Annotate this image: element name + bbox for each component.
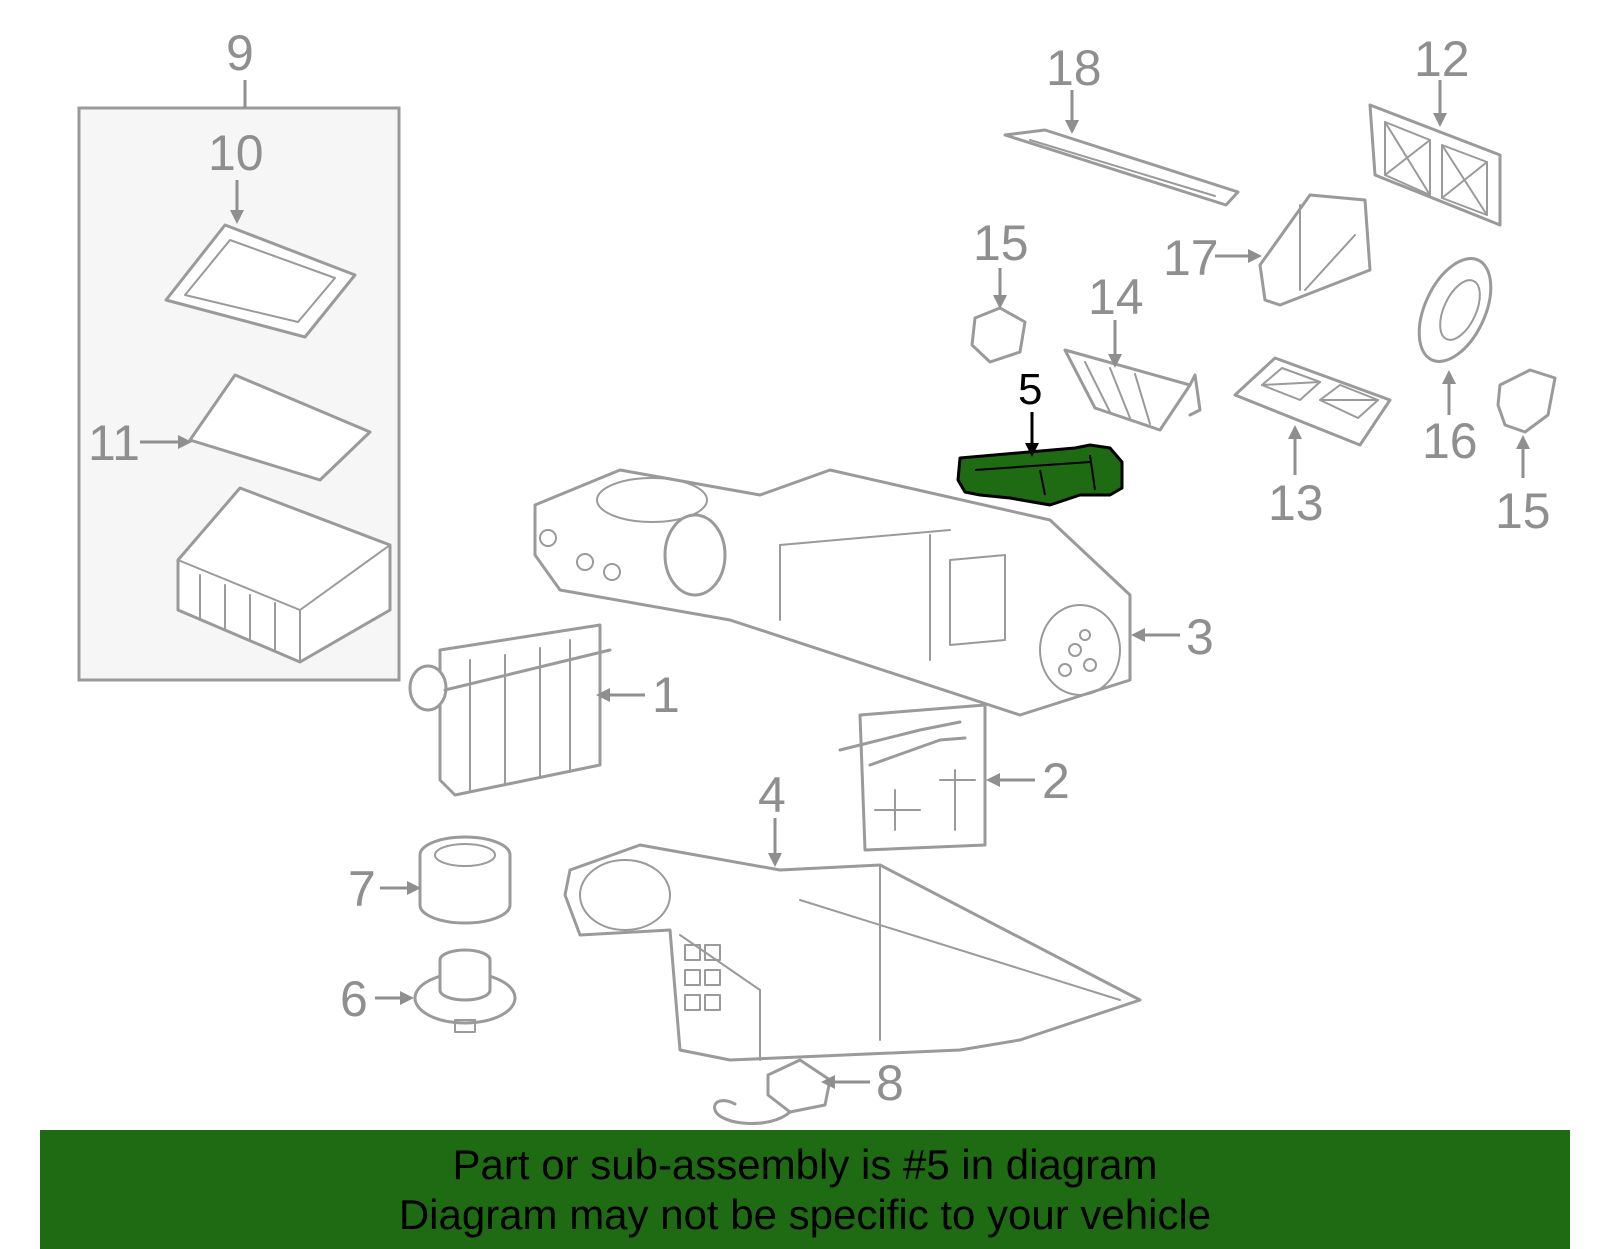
part-1[interactable]: 1	[408, 623, 680, 797]
banner-line-1: Part or sub-assembly is #5 in diagram	[452, 1140, 1158, 1188]
callout-3[interactable]: 3	[1186, 609, 1214, 665]
callout-5[interactable]: 5	[1018, 365, 1042, 414]
callout-2[interactable]: 2	[1042, 753, 1070, 809]
part-6[interactable]: 6	[340, 948, 517, 1033]
callout-7[interactable]: 7	[348, 861, 376, 917]
part-11[interactable]: 11	[88, 373, 372, 482]
callout-18[interactable]: 18	[1046, 40, 1102, 96]
part-2[interactable]: 2	[838, 703, 1070, 852]
callout-17[interactable]: 17	[1163, 230, 1219, 286]
callout-8[interactable]: 8	[876, 1055, 904, 1111]
callout-10[interactable]: 10	[208, 125, 264, 181]
info-banner: Part or sub-assembly is #5 in diagram Di…	[40, 1130, 1570, 1249]
callout-9[interactable]: 9	[226, 25, 254, 81]
callout-1[interactable]: 1	[652, 667, 680, 723]
callout-15b[interactable]: 15	[1495, 483, 1551, 539]
part-3[interactable]: 3	[533, 468, 1214, 717]
part-14[interactable]: 14	[1063, 269, 1202, 432]
part-18[interactable]: 18	[1003, 40, 1240, 207]
part-4[interactable]: 4	[563, 767, 1142, 1062]
part-13[interactable]: 13	[1233, 356, 1392, 531]
part-16[interactable]: 16	[1405, 247, 1506, 469]
parts-diagram: 9 10 11 1	[77, 25, 1557, 1125]
callout-12[interactable]: 12	[1414, 31, 1470, 87]
part-7[interactable]: 7	[348, 835, 512, 925]
callout-15a[interactable]: 15	[973, 215, 1029, 271]
callout-14[interactable]: 14	[1088, 269, 1144, 325]
filter-housing	[176, 486, 392, 664]
callout-4[interactable]: 4	[758, 767, 786, 823]
banner-line-2: Diagram may not be specific to your vehi…	[398, 1190, 1212, 1238]
part-15a[interactable]: 15	[970, 215, 1029, 364]
callout-11[interactable]: 11	[88, 415, 140, 471]
part-15b[interactable]: 15	[1495, 368, 1557, 539]
part-5-highlighted[interactable]: 5	[956, 365, 1124, 507]
callout-13[interactable]: 13	[1268, 475, 1324, 531]
part-8[interactable]: 8	[713, 1055, 904, 1125]
part-12[interactable]: 12	[1368, 31, 1502, 227]
callout-6[interactable]: 6	[340, 971, 368, 1027]
part-10[interactable]: 10	[164, 125, 357, 339]
part-17[interactable]: 17	[1163, 193, 1372, 307]
callout-16[interactable]: 16	[1422, 413, 1478, 469]
